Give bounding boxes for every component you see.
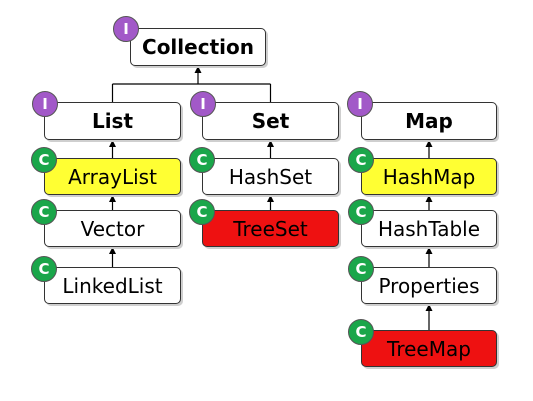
node-treemap-label: TreeMap [387, 336, 471, 361]
node-collection: Collection [130, 28, 266, 66]
node-vector-label: Vector [80, 216, 145, 241]
arrowhead-icon [425, 140, 433, 147]
class-badge-icon: C [189, 147, 215, 173]
arrowhead-icon [425, 304, 433, 311]
node-map-label: Map [405, 109, 453, 133]
interface-badge-icon: I [32, 91, 58, 117]
arrowhead-icon [109, 247, 116, 254]
arrowhead-icon [267, 140, 274, 147]
node-vector: Vector [44, 210, 181, 247]
node-linkedlist: LinkedList [44, 267, 181, 304]
node-hashtable-label: HashTable [377, 216, 481, 241]
arrowhead-icon [267, 195, 274, 202]
node-hashset-label: HashSet [228, 164, 313, 189]
arrowhead-icon [109, 140, 116, 147]
node-treemap: TreeMap [361, 330, 497, 367]
class-badge-icon: C [31, 147, 57, 173]
node-map: Map [361, 102, 497, 140]
node-treeset-label: TreeSet [233, 216, 308, 241]
node-properties-label: Properties [378, 273, 480, 298]
node-hashmap-label: HashMap [382, 164, 476, 189]
class-badge-icon: C [348, 199, 374, 225]
arrowhead-icon [425, 195, 433, 202]
node-properties: Properties [361, 267, 497, 304]
interface-badge-icon: I [347, 91, 373, 117]
class-badge-icon: C [348, 147, 374, 173]
interface-badge-icon: I [190, 91, 216, 117]
node-list: List [44, 102, 181, 140]
arrowhead-icon [109, 195, 116, 202]
node-set-label: Set [251, 109, 290, 133]
node-set: Set [202, 102, 339, 140]
node-treeset: TreeSet [202, 210, 339, 247]
node-hashset: HashSet [202, 158, 339, 195]
node-hashmap: HashMap [361, 158, 497, 195]
node-arraylist: ArrayList [44, 158, 181, 195]
class-badge-icon: C [189, 199, 215, 225]
node-linkedlist-label: LinkedList [62, 273, 163, 298]
class-badge-icon: C [31, 256, 57, 282]
node-collection-label: Collection [142, 35, 254, 59]
node-list-label: List [91, 109, 134, 133]
arrowhead-icon [425, 247, 433, 254]
node-arraylist-label: ArrayList [68, 164, 157, 189]
arrowhead-icon [194, 66, 202, 73]
class-badge-icon: C [348, 319, 374, 345]
node-hashtable: HashTable [361, 210, 497, 247]
interface-badge-icon: I [113, 16, 139, 42]
class-badge-icon: C [31, 199, 57, 225]
class-badge-icon: C [348, 256, 374, 282]
